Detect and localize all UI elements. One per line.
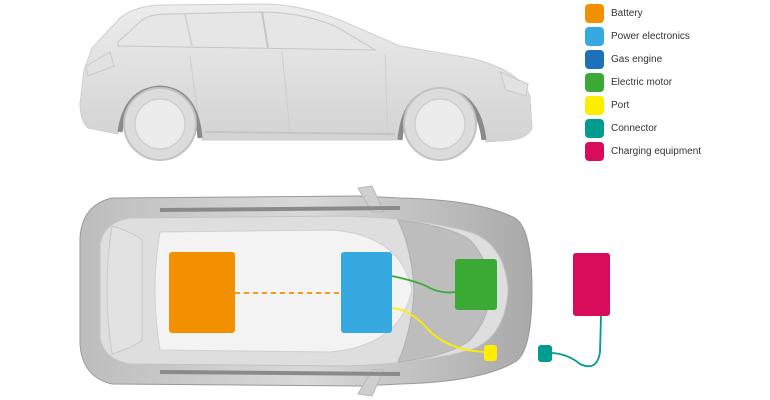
car-side-sill: [204, 131, 396, 135]
car-side-view: [79, 3, 533, 161]
legend-label: Battery: [611, 8, 643, 19]
legend-swatch-connector: [585, 119, 604, 138]
link-power-electronics-motor: [391, 275, 456, 294]
car-side-pillar-b: [261, 11, 269, 49]
legend-label: Gas engine: [611, 54, 663, 65]
battery-block: [169, 252, 235, 333]
legend-label: Power electronics: [611, 31, 690, 42]
legend-item-connector: Connector: [585, 117, 765, 140]
link-connector-charger: [551, 315, 602, 368]
legend-swatch-power-electronics: [585, 27, 604, 46]
power-electronics-block: [341, 252, 392, 333]
legend-item-gas-engine: Gas engine: [585, 48, 765, 71]
charging-equipment-block: [573, 253, 610, 316]
legend-label: Electric motor: [611, 77, 673, 88]
car-side-pillar-c: [184, 13, 193, 47]
legend-label: Port: [611, 100, 630, 111]
car-side-taillight: [85, 51, 115, 77]
legend-label: Charging equipment: [611, 146, 702, 157]
legend-swatch-battery: [585, 4, 604, 23]
car-top-rear-window: [106, 225, 143, 355]
car-top-windshield: [397, 219, 491, 363]
car-side-headlight: [499, 71, 529, 97]
components: [169, 252, 610, 362]
car-side-rear-hub: [134, 98, 186, 150]
legend-item-battery: Battery: [585, 2, 765, 25]
legend-swatch-charging-equipment: [585, 142, 604, 161]
legend-swatch-gas-engine: [585, 50, 604, 69]
connections: [235, 275, 602, 368]
legend-swatch-electric-motor: [585, 73, 604, 92]
legend: Battery Power electronics Gas engine Ele…: [585, 2, 765, 163]
car-side-window: [117, 11, 377, 51]
car-top-mirror-top: [357, 185, 385, 213]
legend-item-electric-motor: Electric motor: [585, 71, 765, 94]
legend-item-port: Port: [585, 94, 765, 117]
legend-label: Connector: [611, 123, 658, 134]
car-top-mirror-bottom: [357, 369, 385, 397]
connector-block: [538, 345, 552, 362]
car-top-side-strip-bottom: [159, 370, 401, 376]
car-side-front-hub: [414, 98, 466, 150]
legend-item-power-electronics: Power electronics: [585, 25, 765, 48]
legend-swatch-port: [585, 96, 604, 115]
car-top-side-strip-top: [159, 206, 401, 212]
link-power-electronics-port: [391, 307, 485, 353]
legend-item-charging-equipment: Charging equipment: [585, 140, 765, 163]
electric-motor-block: [455, 259, 497, 310]
port-block: [484, 345, 497, 361]
